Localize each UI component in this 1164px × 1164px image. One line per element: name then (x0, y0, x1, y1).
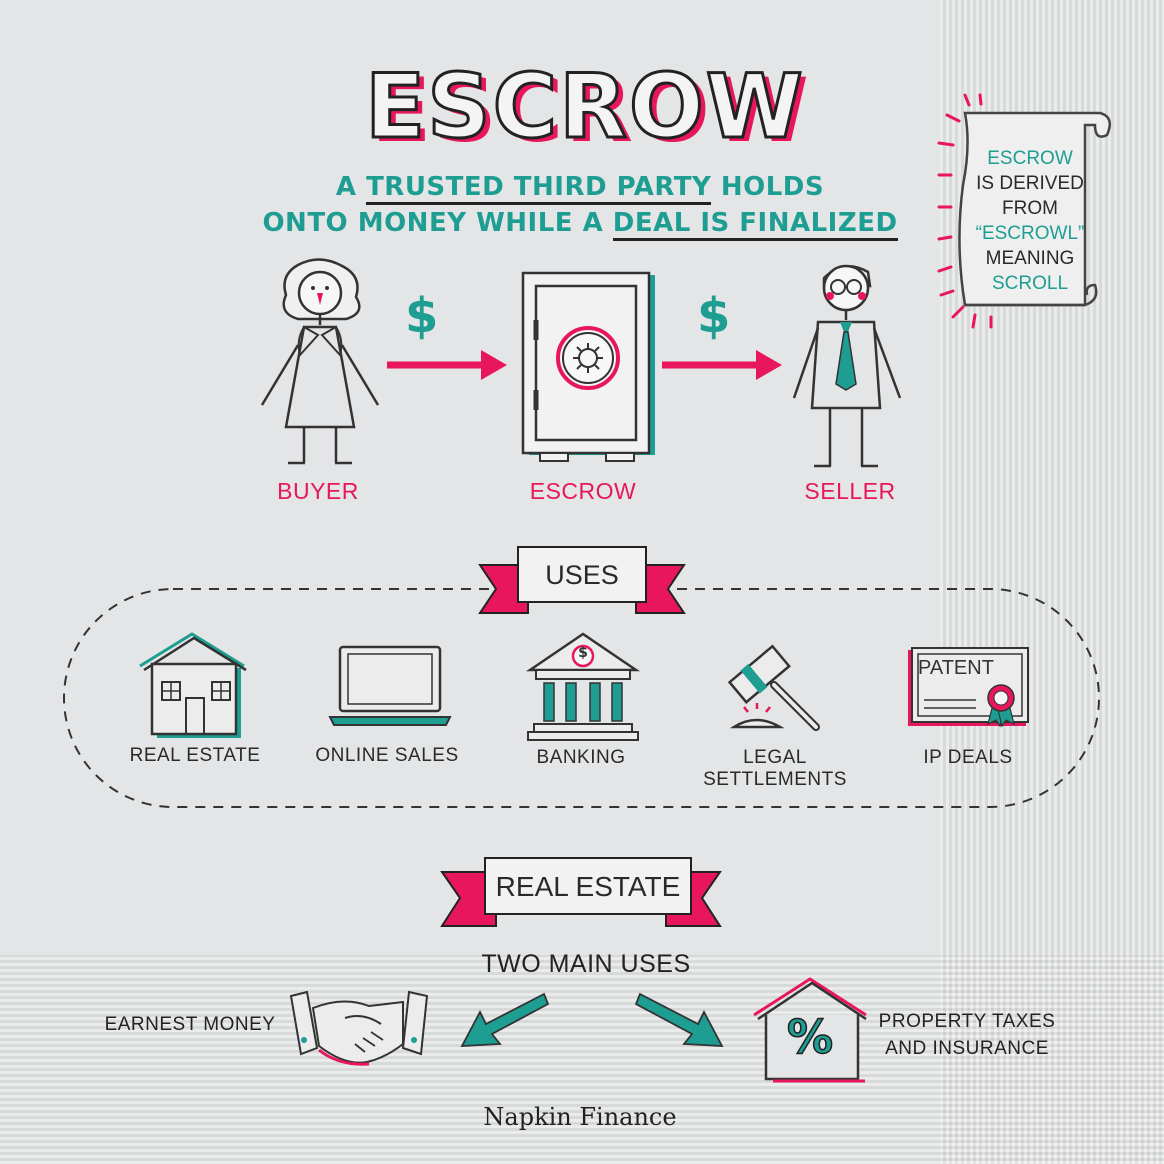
page-title: ESCROW (364, 54, 805, 160)
use-label-online-sales: ONLINE SALES (315, 745, 459, 766)
property-taxes-label: PROPERTY TAXES AND INSURANCE (872, 1008, 1062, 1062)
subtitle-text: ONTO MONEY WHILE A (262, 208, 613, 238)
use-label-legal-settlements: LEGAL SETTLEMENTS (703, 747, 847, 790)
use-label-real-estate: REAL ESTATE (129, 745, 261, 766)
house-percent-icon (753, 977, 867, 1083)
dollar-icon: $ (405, 288, 439, 344)
patent-certificate-icon (908, 647, 1029, 728)
real-estate-banner: REAL ESTATE (484, 857, 692, 915)
bank-dollar-icon: $ (578, 645, 588, 661)
seller-label: SELLER (804, 478, 896, 504)
buyer-figure-icon (260, 258, 380, 465)
scroll-line: MEANING (985, 248, 1075, 269)
scroll-line: SCROLL (991, 273, 1069, 294)
property-taxes-line: PROPERTY TAXES (878, 1011, 1056, 1032)
subtitle-text: A (335, 172, 367, 202)
arrow-down-right-icon (634, 992, 724, 1047)
arrow-right-icon (387, 350, 507, 380)
safe-icon (521, 271, 655, 462)
handshake-icon (289, 990, 429, 1066)
subtitle-line-1: A TRUSTED THIRD PARTY HOLDS (230, 172, 930, 205)
scroll-text: ESCROW IS DERIVED FROM “ESCROWL” MEANING… (975, 146, 1085, 296)
laptop-icon (328, 645, 452, 726)
arrow-right-icon (662, 350, 782, 380)
uses-banner: USES (517, 546, 647, 603)
subtitle-line-2: ONTO MONEY WHILE A DEAL IS FINALIZED (230, 208, 930, 241)
percent-icon: % (786, 1009, 834, 1065)
subtitle-text: HOLDS (711, 172, 825, 202)
scroll-line: IS DERIVED (976, 173, 1084, 194)
use-label-ip-deals: IP DEALS (923, 747, 1013, 768)
two-main-uses-label: TWO MAIN USES (481, 950, 691, 978)
dollar-icon: $ (697, 288, 731, 344)
brand-logo: Napkin Finance (483, 1103, 677, 1131)
scroll-line: ESCROW (987, 148, 1073, 169)
scroll-icon (937, 93, 1112, 329)
seller-figure-icon (792, 264, 902, 468)
patent-text: PATENT (918, 657, 994, 679)
scroll-line: “ESCROWL” (975, 223, 1085, 244)
gavel-icon (727, 644, 820, 731)
buyer-label: BUYER (277, 478, 359, 504)
use-label-banking: BANKING (536, 747, 626, 768)
escrow-label: ESCROW (529, 478, 637, 504)
property-taxes-line: AND INSURANCE (885, 1038, 1049, 1059)
napkin-texture-bottom (0, 955, 1164, 1164)
bank-icon (525, 632, 641, 741)
earnest-money-label: EARNEST MONEY (104, 1014, 276, 1035)
arrow-down-left-icon (460, 992, 550, 1047)
uses-ribbon-icon (478, 564, 686, 614)
scroll-line: FROM (1002, 198, 1058, 219)
house-icon (139, 632, 247, 738)
subtitle-underlined-text: DEAL IS FINALIZED (612, 208, 898, 241)
uses-dashed-outline (63, 588, 1100, 808)
subtitle-underlined-text: TRUSTED THIRD PARTY (366, 172, 712, 205)
